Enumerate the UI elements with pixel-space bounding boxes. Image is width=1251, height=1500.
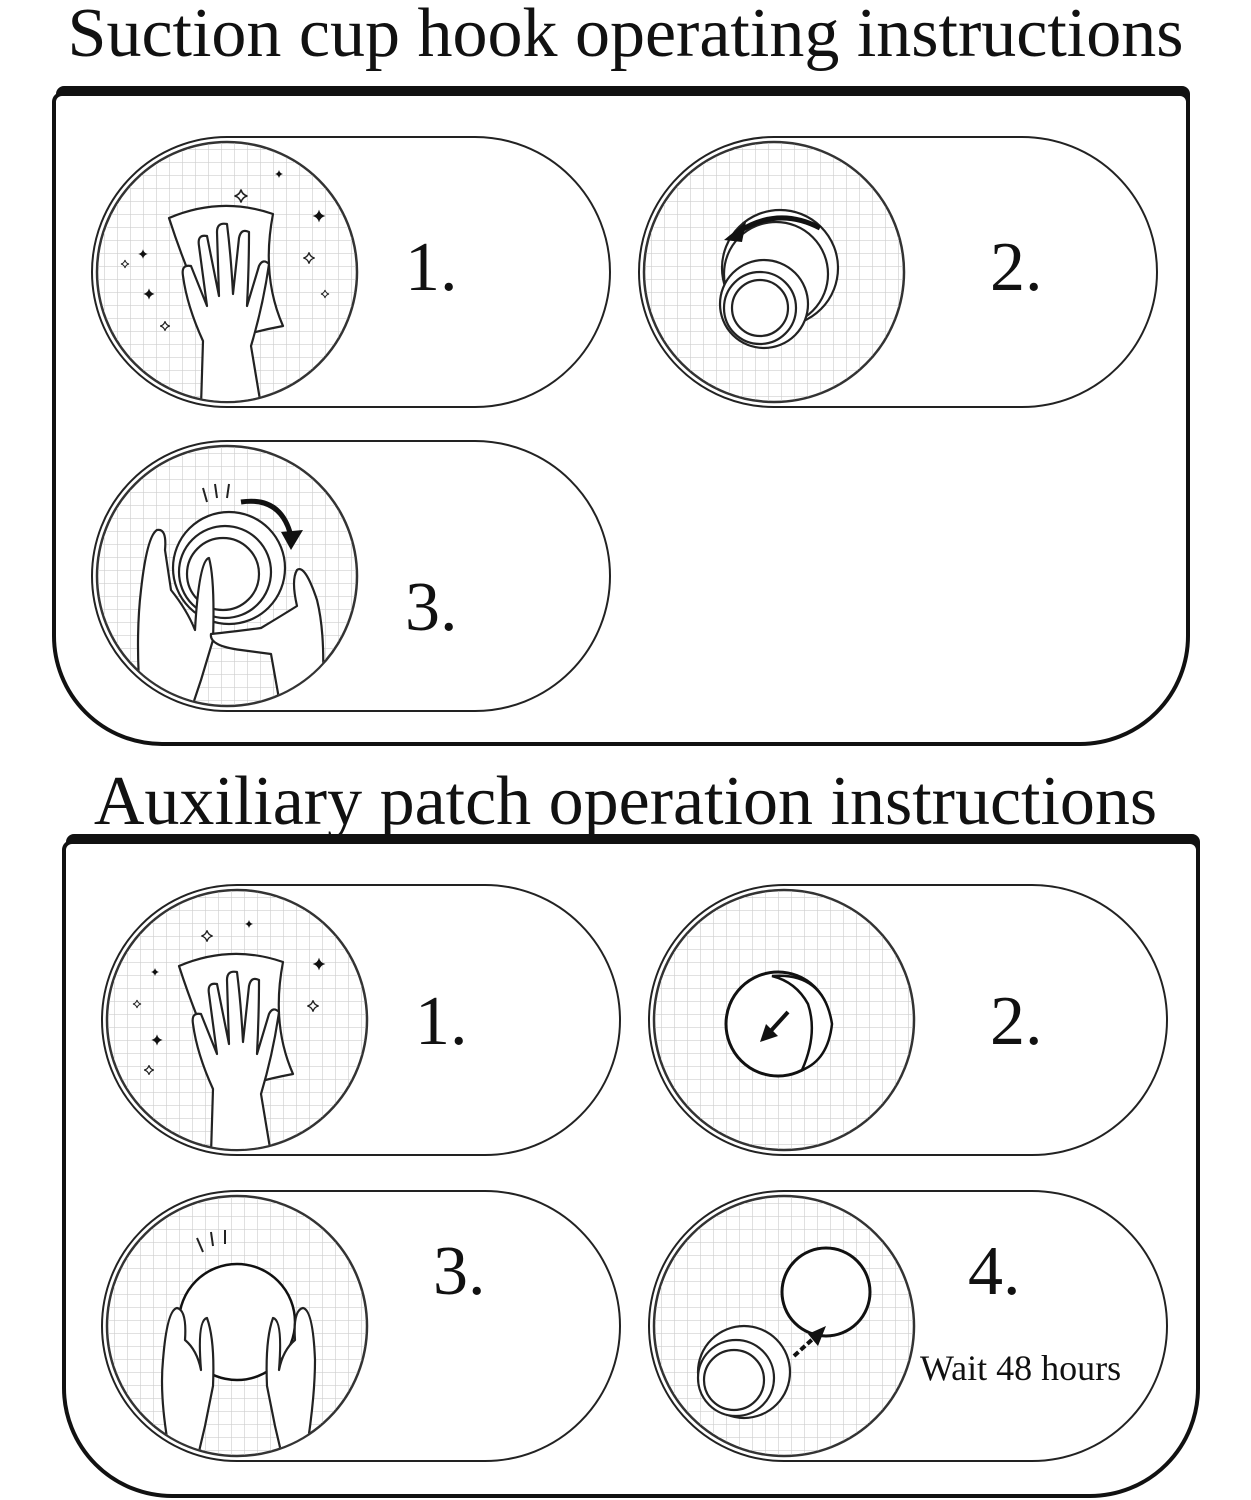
- step-number: 2.: [990, 229, 1043, 306]
- patch-step-2: 2.: [648, 884, 1168, 1156]
- press-rotate-clockwise-icon: [95, 444, 359, 708]
- wait-note: Wait 48 hours: [920, 1348, 1122, 1388]
- patch-step-4: 4. Wait 48 hours: [648, 1190, 1168, 1462]
- suction-instructions-panel: 1. 2.: [52, 92, 1190, 746]
- press-patch-icon: [105, 1194, 369, 1458]
- patch-title: Auxiliary patch operation instructions: [93, 763, 1158, 840]
- step-number: 2.: [990, 983, 1043, 1060]
- hand-wipe-cloth-icon: [105, 888, 369, 1152]
- step-number: 1.: [415, 983, 468, 1060]
- rotate-counterclockwise-icon: [642, 140, 906, 404]
- peel-patch-icon: [652, 888, 916, 1152]
- patch-step-3: 3.: [101, 1190, 621, 1462]
- step-number: 3.: [405, 569, 458, 646]
- step-number: 1.: [405, 229, 458, 306]
- suction-step-2: 2.: [638, 136, 1158, 408]
- patch-instructions-panel: 1. 2. 3.: [62, 840, 1200, 1498]
- patch-step-1: 1.: [101, 884, 621, 1156]
- hand-wipe-cloth-icon: [95, 140, 359, 404]
- suction-step-3: 3.: [91, 440, 611, 712]
- suction-step-1: 1.: [91, 136, 611, 408]
- attach-hook-icon: [652, 1194, 916, 1458]
- step-number: 3.: [433, 1233, 486, 1310]
- suction-title: Suction cup hook operating instructions: [67, 0, 1184, 72]
- step-number: 4.: [968, 1233, 1021, 1310]
